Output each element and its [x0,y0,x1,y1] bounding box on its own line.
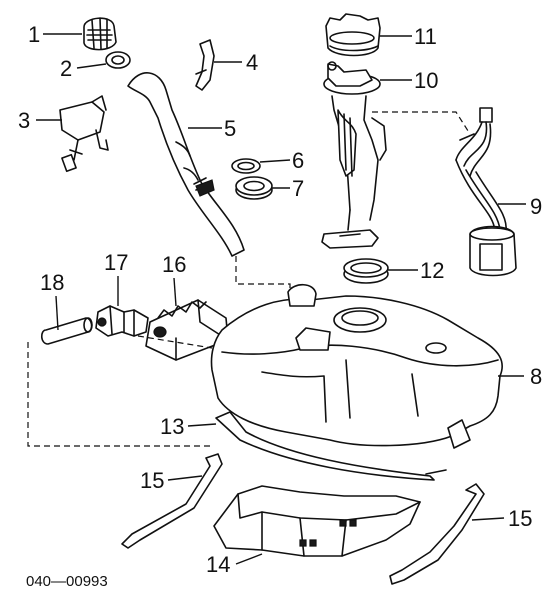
vapor-valve [59,95,109,173]
callout-15-left: 15 [140,468,164,493]
fuel-pump-harness [455,107,517,277]
callout-11: 11 [414,24,437,49]
callout-12: 12 [420,258,444,283]
filler-cap [83,17,117,51]
tank-strap [215,411,447,481]
neck-seal [235,176,273,200]
callout-2: 2 [60,56,72,81]
callout-14: 14 [206,552,230,577]
callout-1: 1 [28,22,40,47]
vent-hose [40,317,93,345]
figure-code: 040—00993 [26,573,108,590]
support-strap-right [389,483,485,585]
callout-15-right: 15 [508,506,532,531]
filler-bracket-clip [195,39,215,91]
callout-9: 9 [530,194,542,219]
callout-6: 6 [292,148,304,173]
support-strap-left [121,453,223,549]
callout-10: 10 [414,68,438,93]
pump-lock-ring [325,13,381,57]
callout-5: 5 [224,116,236,141]
filler-neck-hose [127,72,245,257]
tank-skid-plate [213,485,421,557]
callout-7: 7 [292,176,304,201]
callout-16: 16 [162,252,186,277]
cap-gasket [105,51,131,69]
neck-ring [231,158,261,174]
callout-4: 4 [246,50,258,75]
check-valve [95,305,149,337]
callout-18: 18 [40,270,64,295]
fuel-pump-sender-assembly [321,61,387,249]
callout-8: 8 [530,364,542,389]
fuel-tank [210,283,503,449]
pump-seal-ring [343,258,389,284]
callout-17: 17 [104,250,128,275]
callout-13: 13 [160,414,184,439]
callout-3: 3 [18,108,30,133]
